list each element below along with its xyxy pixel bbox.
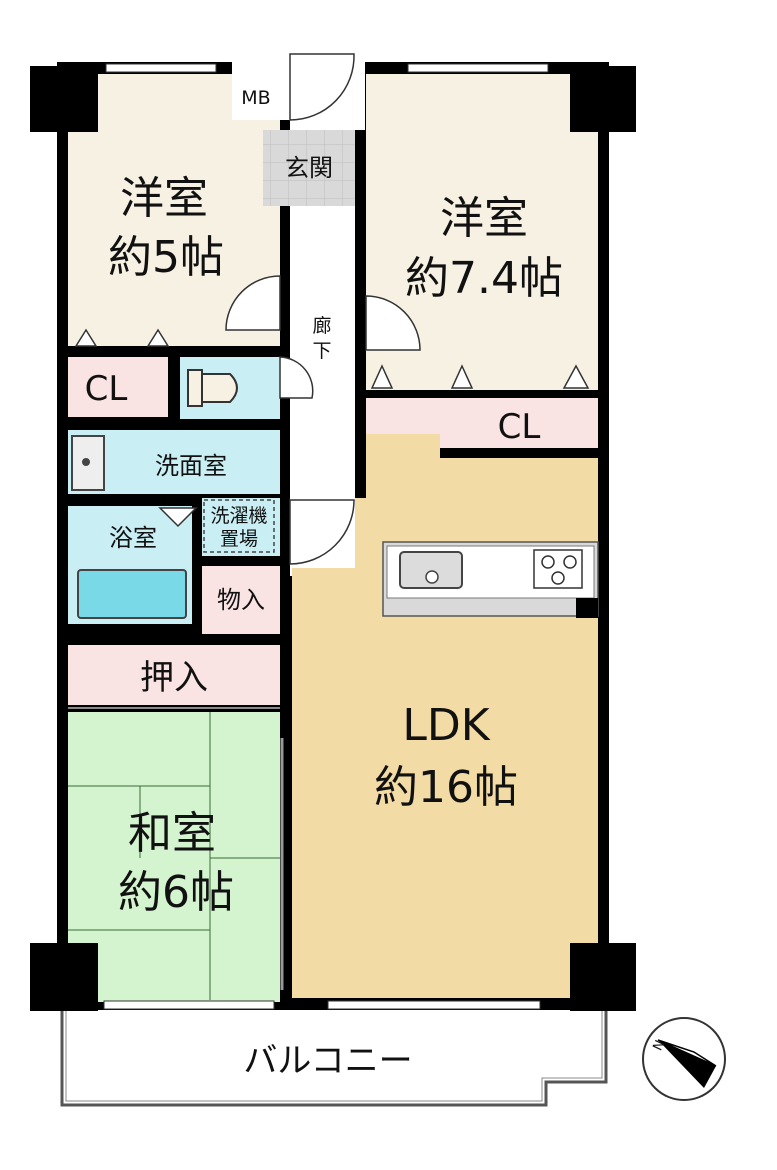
kitchen-sink-icon — [399, 551, 463, 589]
label-corridor-1: 廊 — [312, 315, 331, 337]
label-meter-box: MB — [241, 87, 270, 109]
label-washroom: 洗面室 — [155, 452, 227, 480]
closet-door-markers — [74, 328, 590, 528]
toilet-icon — [187, 369, 238, 407]
label-entrance: 玄関 — [285, 154, 333, 182]
room-name-ldk: LDK — [402, 700, 490, 751]
label-closet-a: CL — [85, 369, 128, 409]
washbasin-icon — [71, 435, 105, 491]
label-balcony: バルコニー — [243, 1041, 412, 1081]
washer-area — [202, 498, 280, 556]
windows — [103, 63, 549, 1010]
japanese-room-area — [68, 712, 280, 1002]
label-washer-space-2: 置場 — [220, 528, 258, 550]
label-washer-space-1: 洗濯機 — [210, 505, 267, 527]
label-storage: 物入 — [217, 586, 265, 614]
doors — [225, 53, 421, 565]
room-size-ldk: 約16帖 — [374, 762, 518, 813]
room-name-western-a: 洋室 — [120, 173, 208, 224]
compass-icon: N — [642, 1017, 726, 1101]
room-size-western-b: 約7.4帖 — [405, 253, 563, 304]
room-name-western-b: 洋室 — [440, 193, 528, 244]
storage-area — [202, 566, 280, 634]
label-closet-jp: 押入 — [140, 658, 208, 698]
tatami-lines — [68, 712, 280, 1000]
washer-space-box — [203, 499, 275, 553]
stove-icon — [533, 549, 583, 589]
room-name-japanese: 和室 — [128, 808, 216, 859]
label-corridor-2: 下 — [312, 340, 331, 362]
label-bathroom: 浴室 — [109, 524, 157, 552]
closet-jp-area — [68, 645, 280, 705]
room-size-japanese: 約6帖 — [118, 867, 234, 918]
closet-a — [68, 357, 168, 417]
bathtub-icon — [77, 569, 187, 619]
entrance-area — [263, 130, 355, 206]
kitchen-counter — [382, 541, 599, 618]
meter-box — [236, 76, 282, 116]
room-size-western-a: 約5帖 — [108, 232, 224, 283]
label-closet-b: CL — [498, 407, 541, 447]
